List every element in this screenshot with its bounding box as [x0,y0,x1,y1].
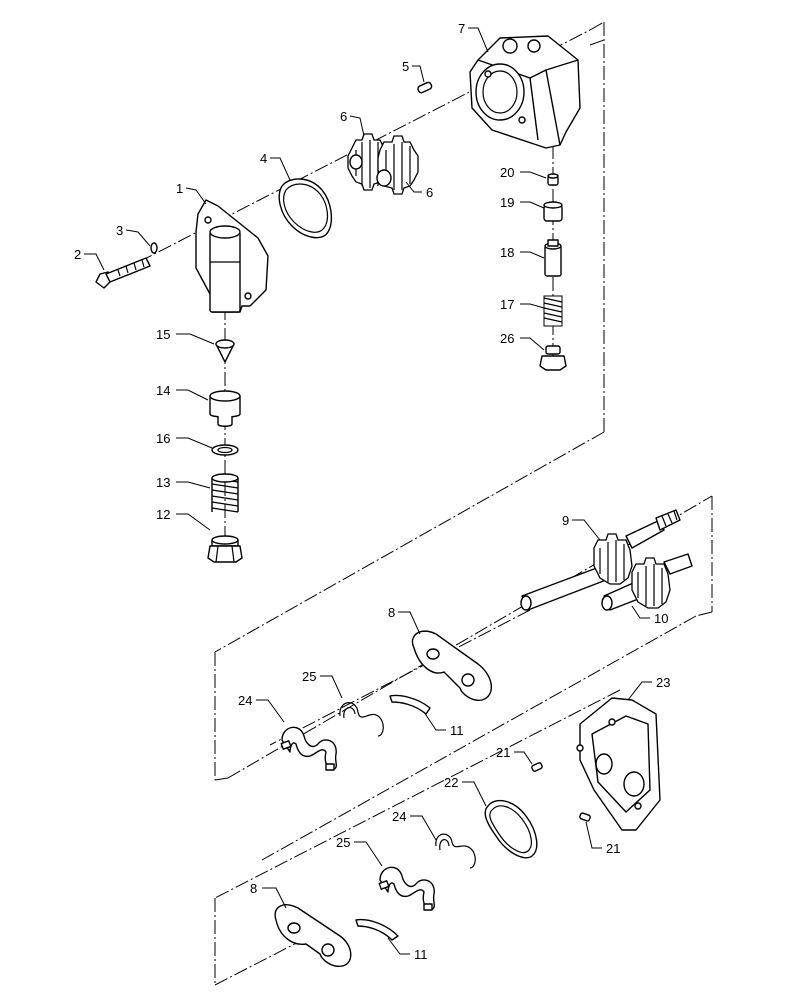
callout-12: 12 [156,507,170,522]
callout-25-lower: 25 [336,835,350,850]
callout-25-upper: 25 [302,669,316,684]
callout-5: 5 [402,59,409,74]
wear-plate-upper [411,630,492,702]
dowel-21a [531,762,543,772]
callout-9: 9 [562,513,569,528]
valve-body-cover [195,199,269,313]
callout-2: 2 [74,247,81,262]
small-plug-20 [547,173,559,186]
relief-spring [211,473,239,513]
callout-21-lower: 21 [606,841,620,856]
cap-screw [95,257,151,289]
dowel-21b [579,812,591,822]
callout-19: 19 [500,195,514,210]
hex-plug [207,535,243,563]
callout-22: 22 [444,775,458,790]
bushing-19 [543,201,563,222]
callout-4: 4 [260,151,267,166]
leader-lines [84,27,652,955]
poppet-cone [215,339,235,363]
callout-8-upper: 8 [388,605,395,620]
callout-15: 15 [156,327,170,342]
backup-seal-lower [378,866,435,911]
callout-20: 20 [500,165,514,180]
end-cover [576,697,661,831]
callout-10: 10 [654,611,668,626]
piston-18 [544,239,562,277]
callout-3: 3 [116,223,123,238]
callout-24-upper: 24 [238,693,252,708]
callout-1: 1 [176,181,183,196]
lip-seal-lower [435,833,476,869]
gear-right [376,135,419,195]
shim-washer [211,444,239,456]
callout-6-left: 6 [340,109,347,124]
callout-26: 26 [500,331,514,346]
callout-14: 14 [156,383,170,398]
gear-pair [347,133,419,195]
spring-17 [543,295,563,327]
callout-8-lower: 8 [250,881,257,896]
seal-key-upper [389,694,431,715]
valve-sleeve [209,390,241,427]
lip-seal-upper [280,726,337,771]
callout-13: 13 [156,475,170,490]
callout-16: 16 [156,431,170,446]
callout-24-lower: 24 [392,809,406,824]
dowel-pin [417,81,433,94]
backup-seal-upper [339,702,384,737]
callout-21-upper: 21 [496,745,510,760]
callout-23: 23 [656,675,670,690]
hex-plug-26 [539,345,567,371]
callout-11-lower: 11 [414,947,428,962]
o-ring-large [278,178,333,239]
callout-11-upper: 11 [450,723,464,738]
drive-gear-shaft [520,509,681,611]
callout-18: 18 [500,245,514,260]
pump-housing [469,35,581,149]
seal-key-lower [355,918,399,941]
idler-gear-shaft [601,553,693,611]
callout-7: 7 [458,21,465,36]
wear-plate-lower [274,904,352,968]
callout-labels: 7 5 6 6 4 1 3 2 20 19 18 17 26 15 14 16 … [74,21,670,962]
callout-17: 17 [500,297,514,312]
lock-washer [150,242,158,254]
o-ring-lower [484,799,538,859]
callout-6-right: 6 [426,185,433,200]
